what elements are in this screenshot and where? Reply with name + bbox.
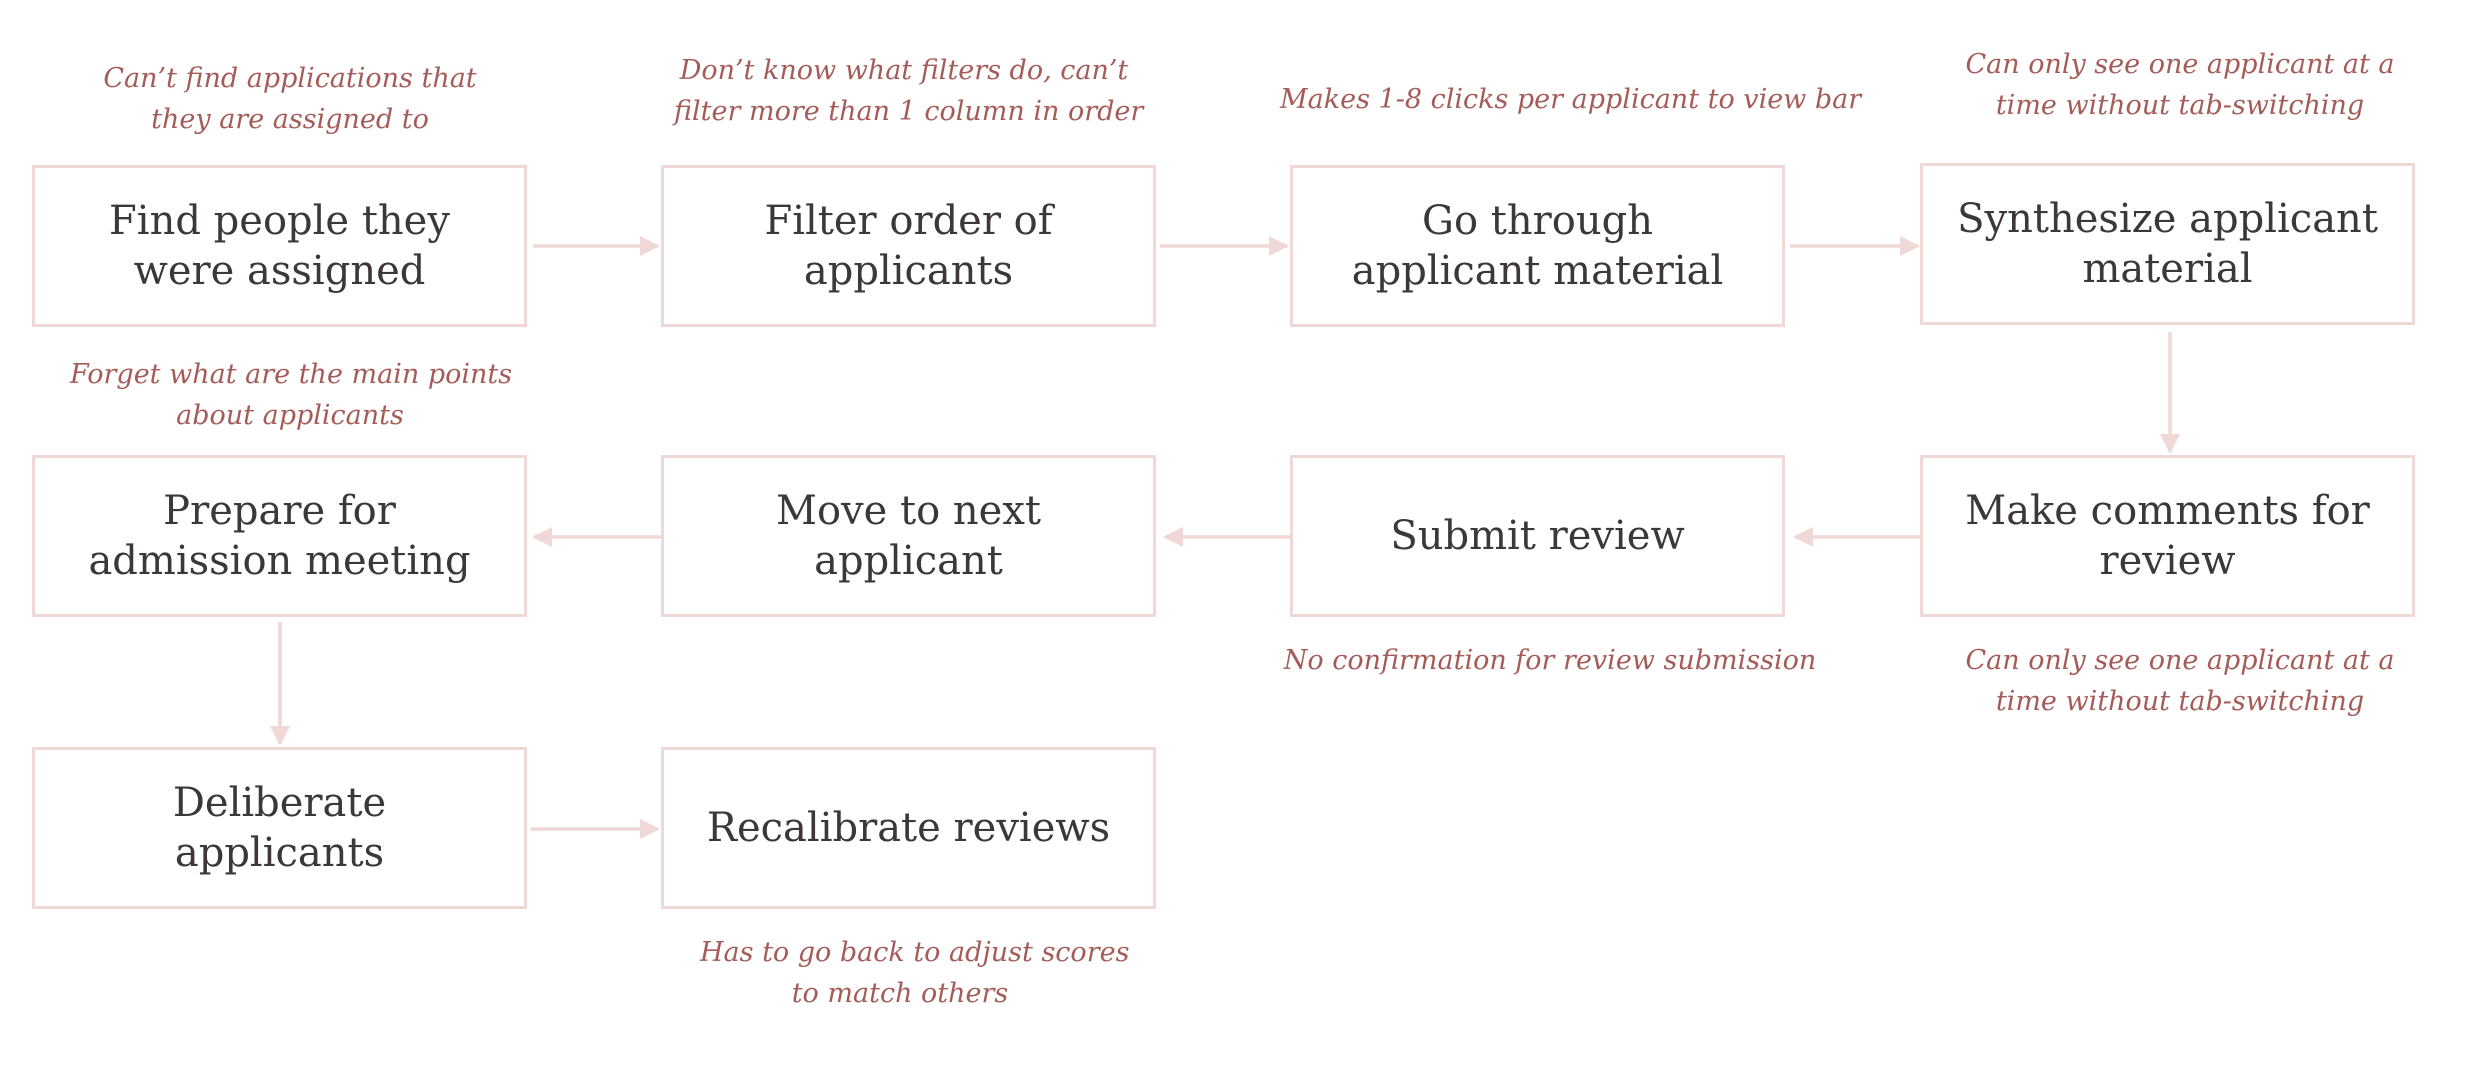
note-find-people: Can’t find applications that they are as…	[90, 58, 490, 140]
note-recalibrate: Has to go back to adjust scores to match…	[700, 932, 1130, 1014]
step-filter-order: Filter order of applicants	[661, 165, 1156, 327]
step-label: Synthesize applicant material	[1957, 196, 2378, 292]
note-submit-review: No confirmation for review submission	[1280, 640, 1820, 681]
note-line: Can’t find applications that	[103, 63, 477, 94]
step-go-through-material: Go through applicant material	[1290, 165, 1785, 327]
step-recalibrate: Recalibrate reviews	[661, 747, 1156, 909]
note-line: Has to go back to adjust scores	[700, 937, 1130, 968]
note-synthesize-material: Can only see one applicant at a time wit…	[1960, 44, 2400, 126]
step-label: Prepare for admission meeting	[88, 488, 471, 584]
note-line: Forget what are the main points	[70, 359, 513, 390]
note-line: filter more than 1 column in order	[674, 96, 1144, 127]
note-prepare-meeting: Forget what are the main points about ap…	[70, 354, 513, 436]
step-label: Find people they were assigned	[109, 198, 450, 294]
note-line: Makes 1-8 clicks per applicant to view b…	[1280, 84, 1862, 115]
step-label: Make comments for review	[1965, 488, 2370, 584]
step-label: Move to next applicant	[776, 488, 1041, 584]
step-make-comments: Make comments for review	[1920, 455, 2415, 617]
step-find-people: Find people they were assigned	[32, 165, 527, 327]
note-line: about applicants	[176, 400, 404, 431]
step-submit-review: Submit review	[1290, 455, 1785, 617]
note-go-through-material: Makes 1-8 clicks per applicant to view b…	[1280, 79, 1862, 120]
step-deliberate: Deliberate applicants	[32, 747, 527, 909]
step-move-next: Move to next applicant	[661, 455, 1156, 617]
note-filter-order: Don’t know what filters do, can’t filter…	[674, 50, 1144, 132]
note-line: Don’t know what filters do, can’t	[679, 55, 1129, 86]
step-label: Filter order of applicants	[764, 198, 1053, 294]
step-label: Recalibrate reviews	[706, 805, 1111, 851]
step-synthesize-material: Synthesize applicant material	[1920, 163, 2415, 325]
note-line: to match others	[791, 978, 1009, 1009]
step-label: Deliberate applicants	[172, 780, 387, 876]
note-line: No confirmation for review submission	[1283, 645, 1817, 676]
step-prepare-meeting: Prepare for admission meeting	[32, 455, 527, 617]
note-line: Can only see one applicant at a	[1965, 49, 2395, 80]
note-line: they are assigned to	[151, 104, 429, 135]
step-label: Go through applicant material	[1351, 198, 1724, 294]
note-line: Can only see one applicant at a	[1965, 645, 2395, 676]
note-line: time without tab-switching	[1995, 90, 2365, 121]
step-label: Submit review	[1390, 513, 1685, 559]
note-line: time without tab-switching	[1995, 686, 2365, 717]
note-make-comments: Can only see one applicant at a time wit…	[1960, 640, 2400, 722]
